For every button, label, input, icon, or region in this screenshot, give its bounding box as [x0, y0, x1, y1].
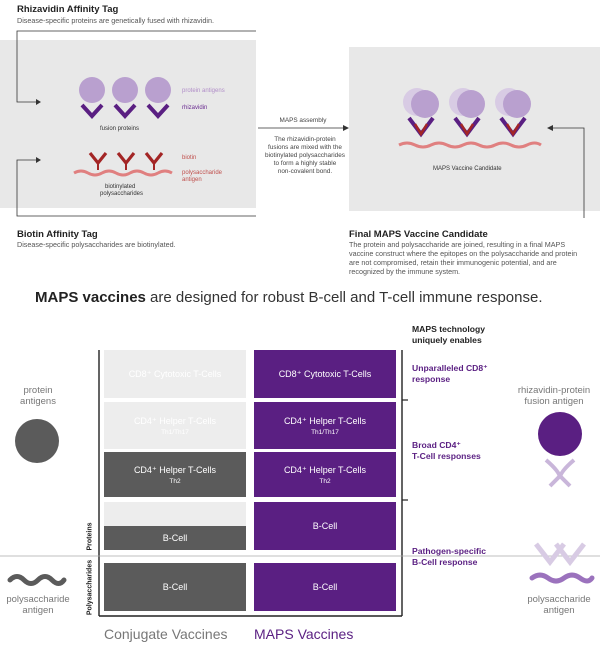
table-header: MAPS technology uniquely enables — [412, 324, 485, 346]
assembly-desc-l3: biotinylated polysaccharides — [265, 152, 345, 159]
side-poly-r-l2: antigen — [543, 605, 575, 616]
right-vaccine-panel — [349, 47, 600, 211]
fusion-proteins-illustration — [79, 77, 171, 119]
rhizavidin-tag-title: Rhizavidin Affinity Tag — [17, 4, 119, 15]
table-lines — [0, 350, 600, 617]
side-protein-antigens-label: protein antigens — [10, 385, 66, 407]
benefit-cd8-l1: Unparalleled CD8⁺ — [412, 363, 488, 373]
final-desc-l4: recognized by the immune system. — [349, 267, 461, 276]
maps-cd4-th1-label: CD4⁺ Helper T-Cells — [283, 415, 367, 426]
polysaccharide-antigen-label-l2: antigen — [182, 177, 202, 183]
assembly-desc-l2: fusions are mixed with the — [268, 144, 342, 151]
conjugate-bcell-poly-cell: B-Cell — [104, 563, 246, 611]
conjugate-protein-blank-cell — [104, 502, 246, 526]
final-maps-desc: The protein and polysaccharide are joine… — [349, 240, 599, 276]
conjugate-cd4-th1-label: CD4⁺ Helper T-Cells — [133, 415, 217, 426]
polysaccharide-antigen-label-l1: polysaccharide — [182, 170, 223, 176]
maps-cd8-cell: CD8⁺ Cytotoxic T-Cells — [254, 350, 396, 398]
side-poly-r-l1: polysaccharide — [527, 594, 591, 605]
conjugate-cd4-th1-cell: CD4⁺ Helper T-Cells Th1/Th17 — [104, 402, 246, 449]
maps-vaccine-candidate-label: MAPS Vaccine Candidate — [433, 166, 502, 172]
maps-cd4-th2-cell: CD4⁺ Helper T-Cells Th2 — [254, 452, 396, 497]
final-desc-l3: are not compromised, retain their immuno… — [349, 258, 557, 267]
polysaccharide-maps-icon — [529, 542, 595, 584]
benefit-bcell-l2: B-Cell response — [412, 557, 478, 567]
side-poly-right-label: polysaccharide antigen — [518, 594, 600, 616]
side-protein-l2: antigens — [20, 396, 56, 407]
polysaccharide-antigen-wave-icon — [7, 574, 67, 586]
maps-bcell-protein-label: B-Cell — [312, 521, 338, 531]
conjugate-cd8-cell: CD8⁺ Cytotoxic T-Cells — [104, 350, 246, 398]
row-label-polysaccharides: Polysaccharides — [86, 559, 94, 616]
fusion-proteins-label: fusion proteins — [100, 126, 140, 132]
conjugate-cd4-th2-cell: CD4⁺ Helper T-Cells Th2 — [104, 452, 246, 497]
side-protein-l1: protein — [23, 385, 53, 396]
benefit-cd8: Unparalleled CD8⁺ response — [412, 363, 488, 385]
conjugate-bcell-protein-cell: B-Cell — [104, 526, 246, 550]
side-fusion-antigen-label: rhizavidin-protein fusion antigen — [508, 385, 600, 407]
maps-bcell-poly-label: B-Cell — [312, 582, 338, 592]
table-header-l1: MAPS technology — [412, 324, 486, 334]
final-desc-l1: The protein and polysaccharide are joine… — [349, 240, 566, 249]
final-maps-title: Final MAPS Vaccine Candidate — [349, 229, 488, 240]
maps-cd4-th1-sub: Th1/Th17 — [311, 428, 339, 436]
biotin-tag-title: Biotin Affinity Tag — [17, 229, 98, 240]
right-connector-line — [547, 125, 585, 218]
maps-cd4-th2-sub: Th2 — [319, 477, 331, 485]
conjugate-cd4-th1-sub: Th1/Th17 — [161, 428, 189, 436]
rhizavidin-label: rhizavidin — [182, 105, 208, 111]
assembly-desc-l1: The rhizavidin-protein — [274, 136, 336, 143]
benefit-cd8-l2: response — [412, 374, 451, 384]
left-assembly-panel — [0, 40, 256, 208]
row-label-proteins: Proteins — [86, 522, 94, 551]
maps-vaccine-illustration — [398, 88, 542, 149]
benefit-cd4-l2: T-Cell responses — [412, 451, 481, 461]
conjugate-bcell-poly-label: B-Cell — [162, 582, 188, 592]
footer-maps-vaccines: MAPS Vaccines — [254, 626, 354, 642]
biotinylated-label-l2: polysaccharides — [100, 191, 144, 197]
benefit-bcell-l1: Pathogen-specific — [412, 546, 487, 556]
benefit-bcell: Pathogen-specific B-Cell response — [412, 546, 486, 568]
headline-bold: MAPS vaccines — [35, 289, 146, 306]
biotin-tag-desc: Disease-specific polysaccharides are bio… — [17, 240, 176, 249]
maps-cd4-th1-cell: CD4⁺ Helper T-Cells Th1/Th17 — [254, 402, 396, 449]
conjugate-bcell-protein-label: B-Cell — [162, 533, 188, 543]
conjugate-cd8-label: CD8⁺ Cytotoxic T-Cells — [128, 368, 222, 379]
main-headline: MAPS vaccines are designed for robust B-… — [35, 289, 542, 306]
biotinylated-label-l1: biotinylated — [105, 184, 136, 190]
side-fusion-l1: rhizavidin-protein — [517, 385, 591, 396]
side-fusion-l2: fusion antigen — [524, 396, 584, 407]
maps-bcell-poly-cell: B-Cell — [254, 563, 396, 611]
headline-rest: are designed for robust B-cell and T-cel… — [145, 289, 543, 306]
maps-bcell-protein-cell: B-Cell — [254, 502, 396, 550]
maps-cd8-label: CD8⁺ Cytotoxic T-Cells — [278, 368, 372, 379]
footer-conjugate-vaccines: Conjugate Vaccines — [104, 626, 228, 642]
assembly-arrow — [258, 125, 349, 131]
maps-assembly-title: MAPS assembly — [279, 117, 327, 124]
conjugate-cd4-th2-sub: Th2 — [169, 477, 181, 485]
protein-antigens-label: protein antigens — [182, 88, 225, 94]
biotinylated-polysaccharide-illustration — [73, 152, 173, 177]
side-poly-l1: polysaccharide — [6, 594, 70, 605]
benefit-cd4: Broad CD4⁺ T-Cell responses — [412, 440, 481, 462]
final-desc-l2: vaccine construct where the epitopes on … — [349, 249, 578, 258]
side-polysaccharide-label: polysaccharide antigen — [0, 594, 76, 616]
fusion-antigen-icon — [538, 412, 582, 488]
assembly-desc-l4: to form a highly stable — [273, 160, 337, 167]
maps-cd4-th2-label: CD4⁺ Helper T-Cells — [283, 464, 367, 475]
assembly-desc: The rhizavidin-protein fusions are mixed… — [260, 136, 350, 176]
table-header-l2: uniquely enables — [412, 335, 482, 345]
benefit-cd4-l1: Broad CD4⁺ — [412, 440, 461, 450]
conjugate-cd4-th2-label: CD4⁺ Helper T-Cells — [133, 464, 217, 475]
side-poly-l2: antigen — [22, 605, 54, 616]
protein-antigen-circle-icon — [15, 419, 59, 463]
rhizavidin-tag-desc: Disease-specific proteins are geneticall… — [17, 16, 214, 25]
biotin-label: biotin — [182, 155, 197, 161]
assembly-desc-l5: non-covalent bond. — [277, 168, 333, 175]
left-connector-lines — [16, 30, 256, 217]
